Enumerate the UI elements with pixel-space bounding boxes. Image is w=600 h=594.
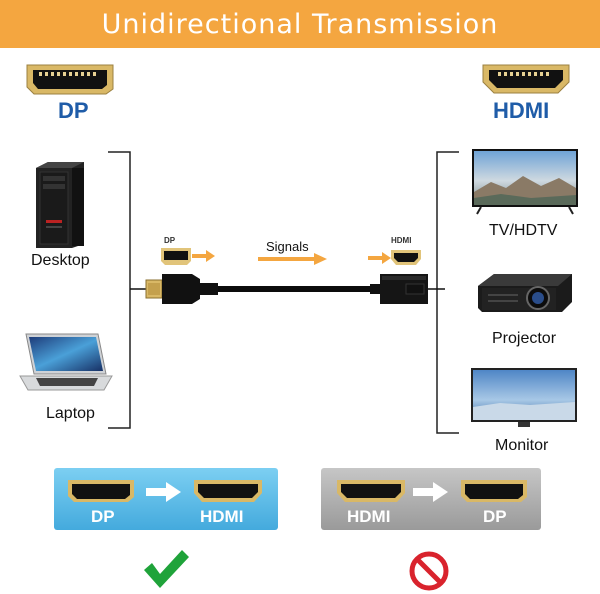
unsupported-from-label: HDMI [347,507,391,526]
checkmark-icon [144,550,189,588]
cable-dp-port-icon [161,248,191,265]
title-banner: Unidirectional Transmission [0,0,600,48]
dp-port-label: DP [58,98,89,123]
prohibited-icon [409,551,449,591]
supported-from-label: DP [91,507,115,526]
tv-icon [472,149,578,215]
signals-label: Signals [266,239,309,254]
dp-port-icon [26,64,114,95]
hdmi-port-label: HDMI [493,98,550,123]
panel-hdmi-port-icon [194,480,262,502]
cable-dp-arrow-icon [192,250,215,262]
panel-dp-port-icon [461,480,527,502]
laptop-label: Laptop [46,405,95,422]
cable-dp-label: DP [164,236,176,245]
unsupported-panel: HDMI DP [321,468,541,530]
panel-arrow-icon [146,482,181,502]
supported-to-label: HDMI [200,507,244,526]
unsupported-to-label: DP [483,507,507,526]
signals-arrow-icon [258,253,327,265]
desktop-label: Desktop [31,252,90,269]
monitor-label: Monitor [495,437,549,454]
panel-arrow-icon [413,482,448,502]
hdmi-port-icon [482,64,570,94]
panel-dp-port-icon [68,480,134,502]
right-bracket [436,151,459,434]
projector-icon [478,274,572,312]
banner-title: Unidirectional Transmission [101,8,499,40]
left-bracket [108,151,131,429]
projector-label: Projector [492,330,557,347]
cable-hdmi-port-icon [391,250,421,265]
tv-label: TV/HDTV [489,222,558,239]
laptop-icon [19,333,113,391]
panel-hdmi-port-icon [337,480,405,502]
cable-hdmi-arrow-icon [368,252,391,264]
desktop-tower-icon [36,162,84,248]
supported-panel: DP HDMI [54,468,278,530]
monitor-icon [471,368,577,427]
cable-hdmi-label: HDMI [391,236,412,245]
adapter-cable [130,274,445,304]
